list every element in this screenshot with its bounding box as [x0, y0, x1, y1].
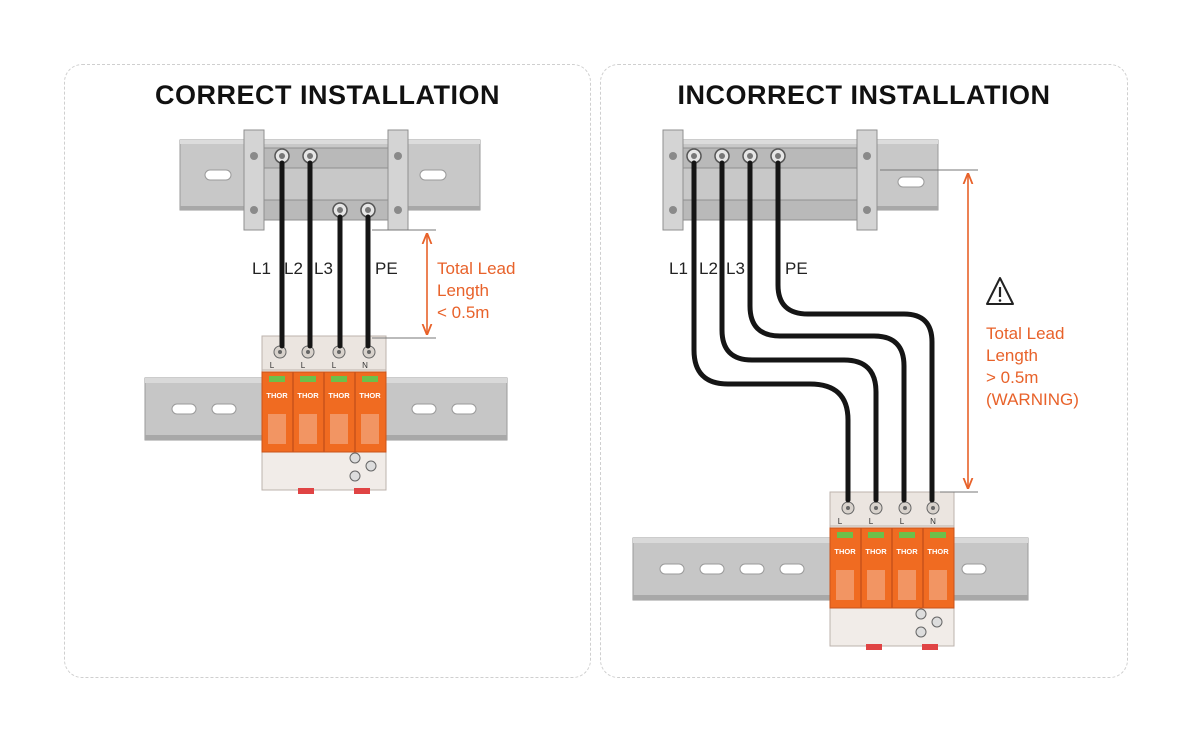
busbar-rail-left [179, 129, 481, 231]
wires-right [691, 160, 935, 503]
lead-length-text: Length [437, 281, 489, 300]
wire-label: L3 [726, 259, 745, 278]
module-brand: THOR [328, 391, 350, 400]
terminal-label: N [930, 517, 936, 526]
warning-triangle-icon [986, 277, 1014, 305]
module-brand: THOR [865, 547, 887, 556]
wire-labels-left: L1 L2 L3 PE [252, 259, 398, 278]
module-brand: THOR [927, 547, 949, 556]
terminal-label: N [362, 361, 368, 370]
module-brands-right: THOR THOR THOR THOR [834, 547, 949, 556]
busbar-screw-terminals-right [686, 148, 786, 164]
busbar-rail-right [662, 129, 939, 231]
wire-label: L2 [284, 259, 303, 278]
correct-installation-panel [64, 64, 591, 678]
lead-length-text: Total Lead [437, 259, 515, 278]
lead-length-text: (WARNING) [986, 390, 1079, 409]
module-brand: THOR [896, 547, 918, 556]
lead-length-dimension-left [372, 229, 436, 339]
correct-installation-title: CORRECT INSTALLATION [155, 80, 500, 110]
incorrect-installation-panel [600, 64, 1128, 678]
wire-pe [775, 160, 935, 503]
module-brand: THOR [359, 391, 381, 400]
wire-label: L1 [669, 259, 688, 278]
wire-label: L1 [252, 259, 271, 278]
lead-length-label-left: Total Lead Length < 0.5m [437, 259, 515, 322]
terminal-label: L [301, 361, 306, 370]
terminal-labels-right: L L L N [838, 517, 936, 526]
terminal-label: L [900, 517, 905, 526]
lead-length-text: Length [986, 346, 1038, 365]
terminal-label: L [869, 517, 874, 526]
lead-length-text: > 0.5m [986, 368, 1038, 387]
terminal-label: L [332, 361, 337, 370]
wire-l1 [691, 160, 851, 503]
lead-length-text: Total Lead [986, 324, 1064, 343]
terminal-label: L [270, 361, 275, 370]
wire-label: PE [375, 259, 398, 278]
wire-label: L3 [314, 259, 333, 278]
module-brand: THOR [834, 547, 856, 556]
terminal-label: L [838, 517, 843, 526]
lead-length-dimension-right [880, 169, 978, 493]
wire-labels-right: L1 L2 L3 PE [669, 259, 808, 278]
lead-length-label-right: Total Lead Length > 0.5m (WARNING) [986, 324, 1079, 409]
module-brand: THOR [297, 391, 319, 400]
incorrect-installation-title: INCORRECT INSTALLATION [677, 80, 1051, 110]
wire-l3 [747, 160, 907, 503]
wire-label: PE [785, 259, 808, 278]
wire-l2 [719, 160, 879, 503]
module-brand: THOR [266, 391, 288, 400]
lead-length-text: < 0.5m [437, 303, 489, 322]
module-brands-left: THOR THOR THOR THOR [266, 391, 381, 400]
surge-protector-right [829, 491, 955, 650]
surge-protector-left [261, 335, 387, 494]
terminal-labels-left: L L L N [270, 361, 368, 370]
wire-label: L2 [699, 259, 718, 278]
wires-left [279, 160, 371, 349]
